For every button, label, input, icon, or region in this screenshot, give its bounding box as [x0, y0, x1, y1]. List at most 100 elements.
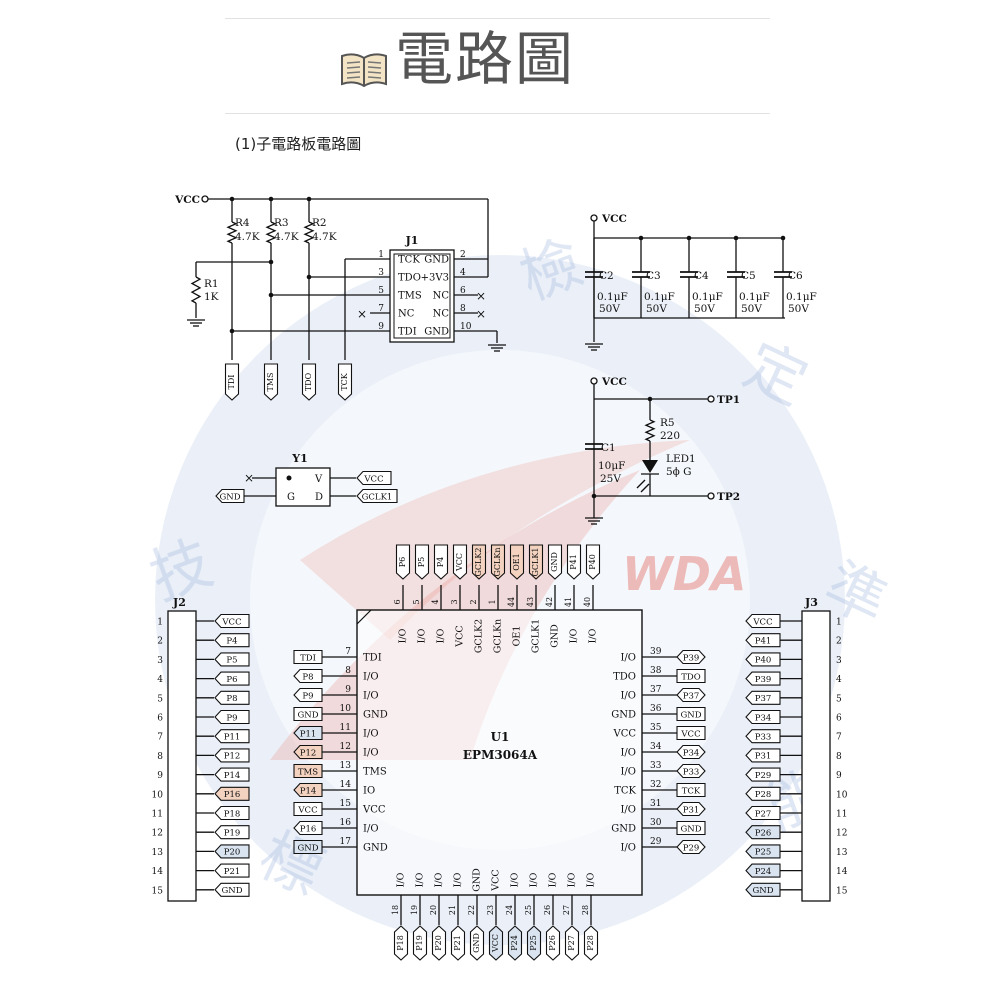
- capacitor-value: 0.1μF: [644, 291, 675, 303]
- capacitor-voltage: 50V: [741, 303, 762, 315]
- vcc-label: VCC: [174, 194, 200, 206]
- connector-port-vcc-label: VCC: [752, 617, 772, 627]
- led-symbol: [642, 460, 658, 473]
- book-icon: [341, 53, 387, 88]
- ic-port-p24: [507, 925, 523, 961]
- oscillator-pin: G: [287, 492, 295, 503]
- ic-port-gnd: [293, 706, 323, 722]
- resistor-R2: [303, 221, 315, 244]
- jtag-pin-num: 10: [460, 322, 472, 332]
- ic-port-p20: [431, 925, 447, 961]
- ic-pin-num: 19: [410, 905, 419, 915]
- ic-pin-num: 5: [412, 599, 421, 604]
- ic-pin-name: GCLKn: [493, 619, 504, 653]
- connector-pin-num: 4: [836, 675, 842, 685]
- connector-pin-num: 5: [157, 694, 163, 704]
- connector-port-p41: [745, 633, 781, 648]
- ic-pin-num: 17: [340, 837, 352, 847]
- ic-port-p9: [293, 687, 323, 703]
- ic-port-gnd: [469, 925, 485, 961]
- connector-port-p14: [214, 767, 250, 782]
- title-rule: [225, 113, 770, 114]
- connector-port-p24: [745, 863, 781, 878]
- ic-port-p41: [566, 544, 582, 580]
- connector-port-p39: [745, 671, 781, 686]
- connector-port-vcc: [745, 613, 781, 629]
- osc-port-gnd: [215, 488, 245, 504]
- ic-pin-name: TMS: [363, 767, 387, 778]
- resistor-ref: R3: [274, 217, 289, 229]
- top-rule: [225, 18, 770, 19]
- ic-port-p19: [412, 925, 428, 961]
- ic-port-p11-label: P11: [300, 729, 317, 739]
- tp2-terminal: [707, 492, 715, 500]
- connector-port-p28-label: P28: [755, 790, 772, 800]
- ic-port-p16: [293, 820, 323, 836]
- watermark-disc: [155, 255, 845, 945]
- connector-port-p9: [214, 709, 250, 725]
- ic-pin-num: 12: [340, 742, 351, 752]
- ic-port-p5-label: P5: [417, 557, 426, 567]
- jtag-pin-num: 8: [460, 304, 466, 314]
- resistor-value: 1K: [204, 291, 219, 303]
- resistor-R4: [226, 221, 238, 244]
- connector-pin-num: 11: [836, 810, 847, 820]
- ic-pin-num: 38: [650, 666, 662, 676]
- connector-pin-num: 14: [152, 867, 164, 877]
- ic-port-gclkn: [490, 544, 506, 580]
- ic-port-p12: [293, 744, 323, 760]
- connector-port-p29-label: P29: [755, 771, 772, 781]
- ic-pin-name: I/O: [363, 729, 379, 740]
- no-connect-mark: ×: [476, 289, 486, 303]
- ic-pin-num: 35: [650, 723, 662, 733]
- ic-pin-num: 31: [650, 799, 661, 809]
- ic-pin-num: 34: [650, 742, 662, 752]
- jtag-pin-num: 3: [378, 268, 384, 278]
- capacitor-voltage: 50V: [788, 303, 809, 315]
- ic-pin-num: 39: [650, 647, 662, 657]
- ic-port-vcc: [676, 725, 706, 741]
- jtag-pin-name: +3V3: [421, 273, 449, 284]
- connector-port-p34-label: P34: [755, 713, 772, 723]
- connector-port-p20: [214, 844, 250, 859]
- junction-dot: [591, 493, 597, 499]
- connector-port-p28: [745, 786, 781, 801]
- connector-port-p31: [745, 748, 781, 763]
- ic-port-p37-label: P37: [683, 691, 700, 701]
- ic-pin-num: 30: [650, 818, 662, 828]
- led-value: 5ϕ G: [666, 466, 692, 478]
- connector-port-gnd: [745, 882, 781, 897]
- connector-port-p5-label: P5: [226, 656, 237, 666]
- ic-port-p4-label: P4: [436, 557, 445, 567]
- section-subtitle: (1)子電路板電路圖: [235, 135, 362, 153]
- ic-pin-num: 44: [507, 597, 516, 607]
- connector-port-p12-label: P12: [224, 752, 241, 762]
- connector-pin-num: 2: [836, 637, 842, 647]
- connector-port-p8: [214, 690, 250, 705]
- ic-pin-name: GCLK2: [474, 619, 485, 653]
- ic-pin1-mark: [356, 609, 372, 625]
- ic-pin-name: GCLK1: [531, 619, 542, 653]
- ic-port-p16-label: P16: [300, 824, 317, 834]
- ic-port-gclkn-label: GCLKn: [493, 548, 502, 577]
- ic-port-p27-label: P27: [567, 935, 576, 951]
- ic-pin-num: 23: [486, 905, 495, 915]
- ic-port-p26: [545, 925, 561, 961]
- led-ray: [636, 479, 646, 489]
- ic-port-gnd-label: GND: [297, 710, 318, 720]
- capacitor-value: 10μF: [598, 460, 625, 472]
- connector-port-p39-label: P39: [755, 675, 772, 685]
- resistor-R3: [265, 221, 277, 244]
- connector-pin-num: 15: [836, 886, 848, 896]
- jtag-pin-name: TMS: [398, 291, 422, 302]
- vcc-terminal: [590, 377, 598, 385]
- ic-pin-name: I/O: [363, 691, 379, 702]
- ic-pin-num: 32: [650, 780, 661, 790]
- ic-port-gnd: [293, 839, 323, 855]
- ic-port-vcc: [452, 544, 468, 580]
- ic-port-p27: [564, 925, 580, 961]
- resistor-ref: R5: [660, 417, 675, 429]
- capacitor-voltage: 50V: [694, 303, 715, 315]
- ic-pin-name: GND: [363, 843, 388, 854]
- jtag-pin-num: 7: [378, 304, 384, 314]
